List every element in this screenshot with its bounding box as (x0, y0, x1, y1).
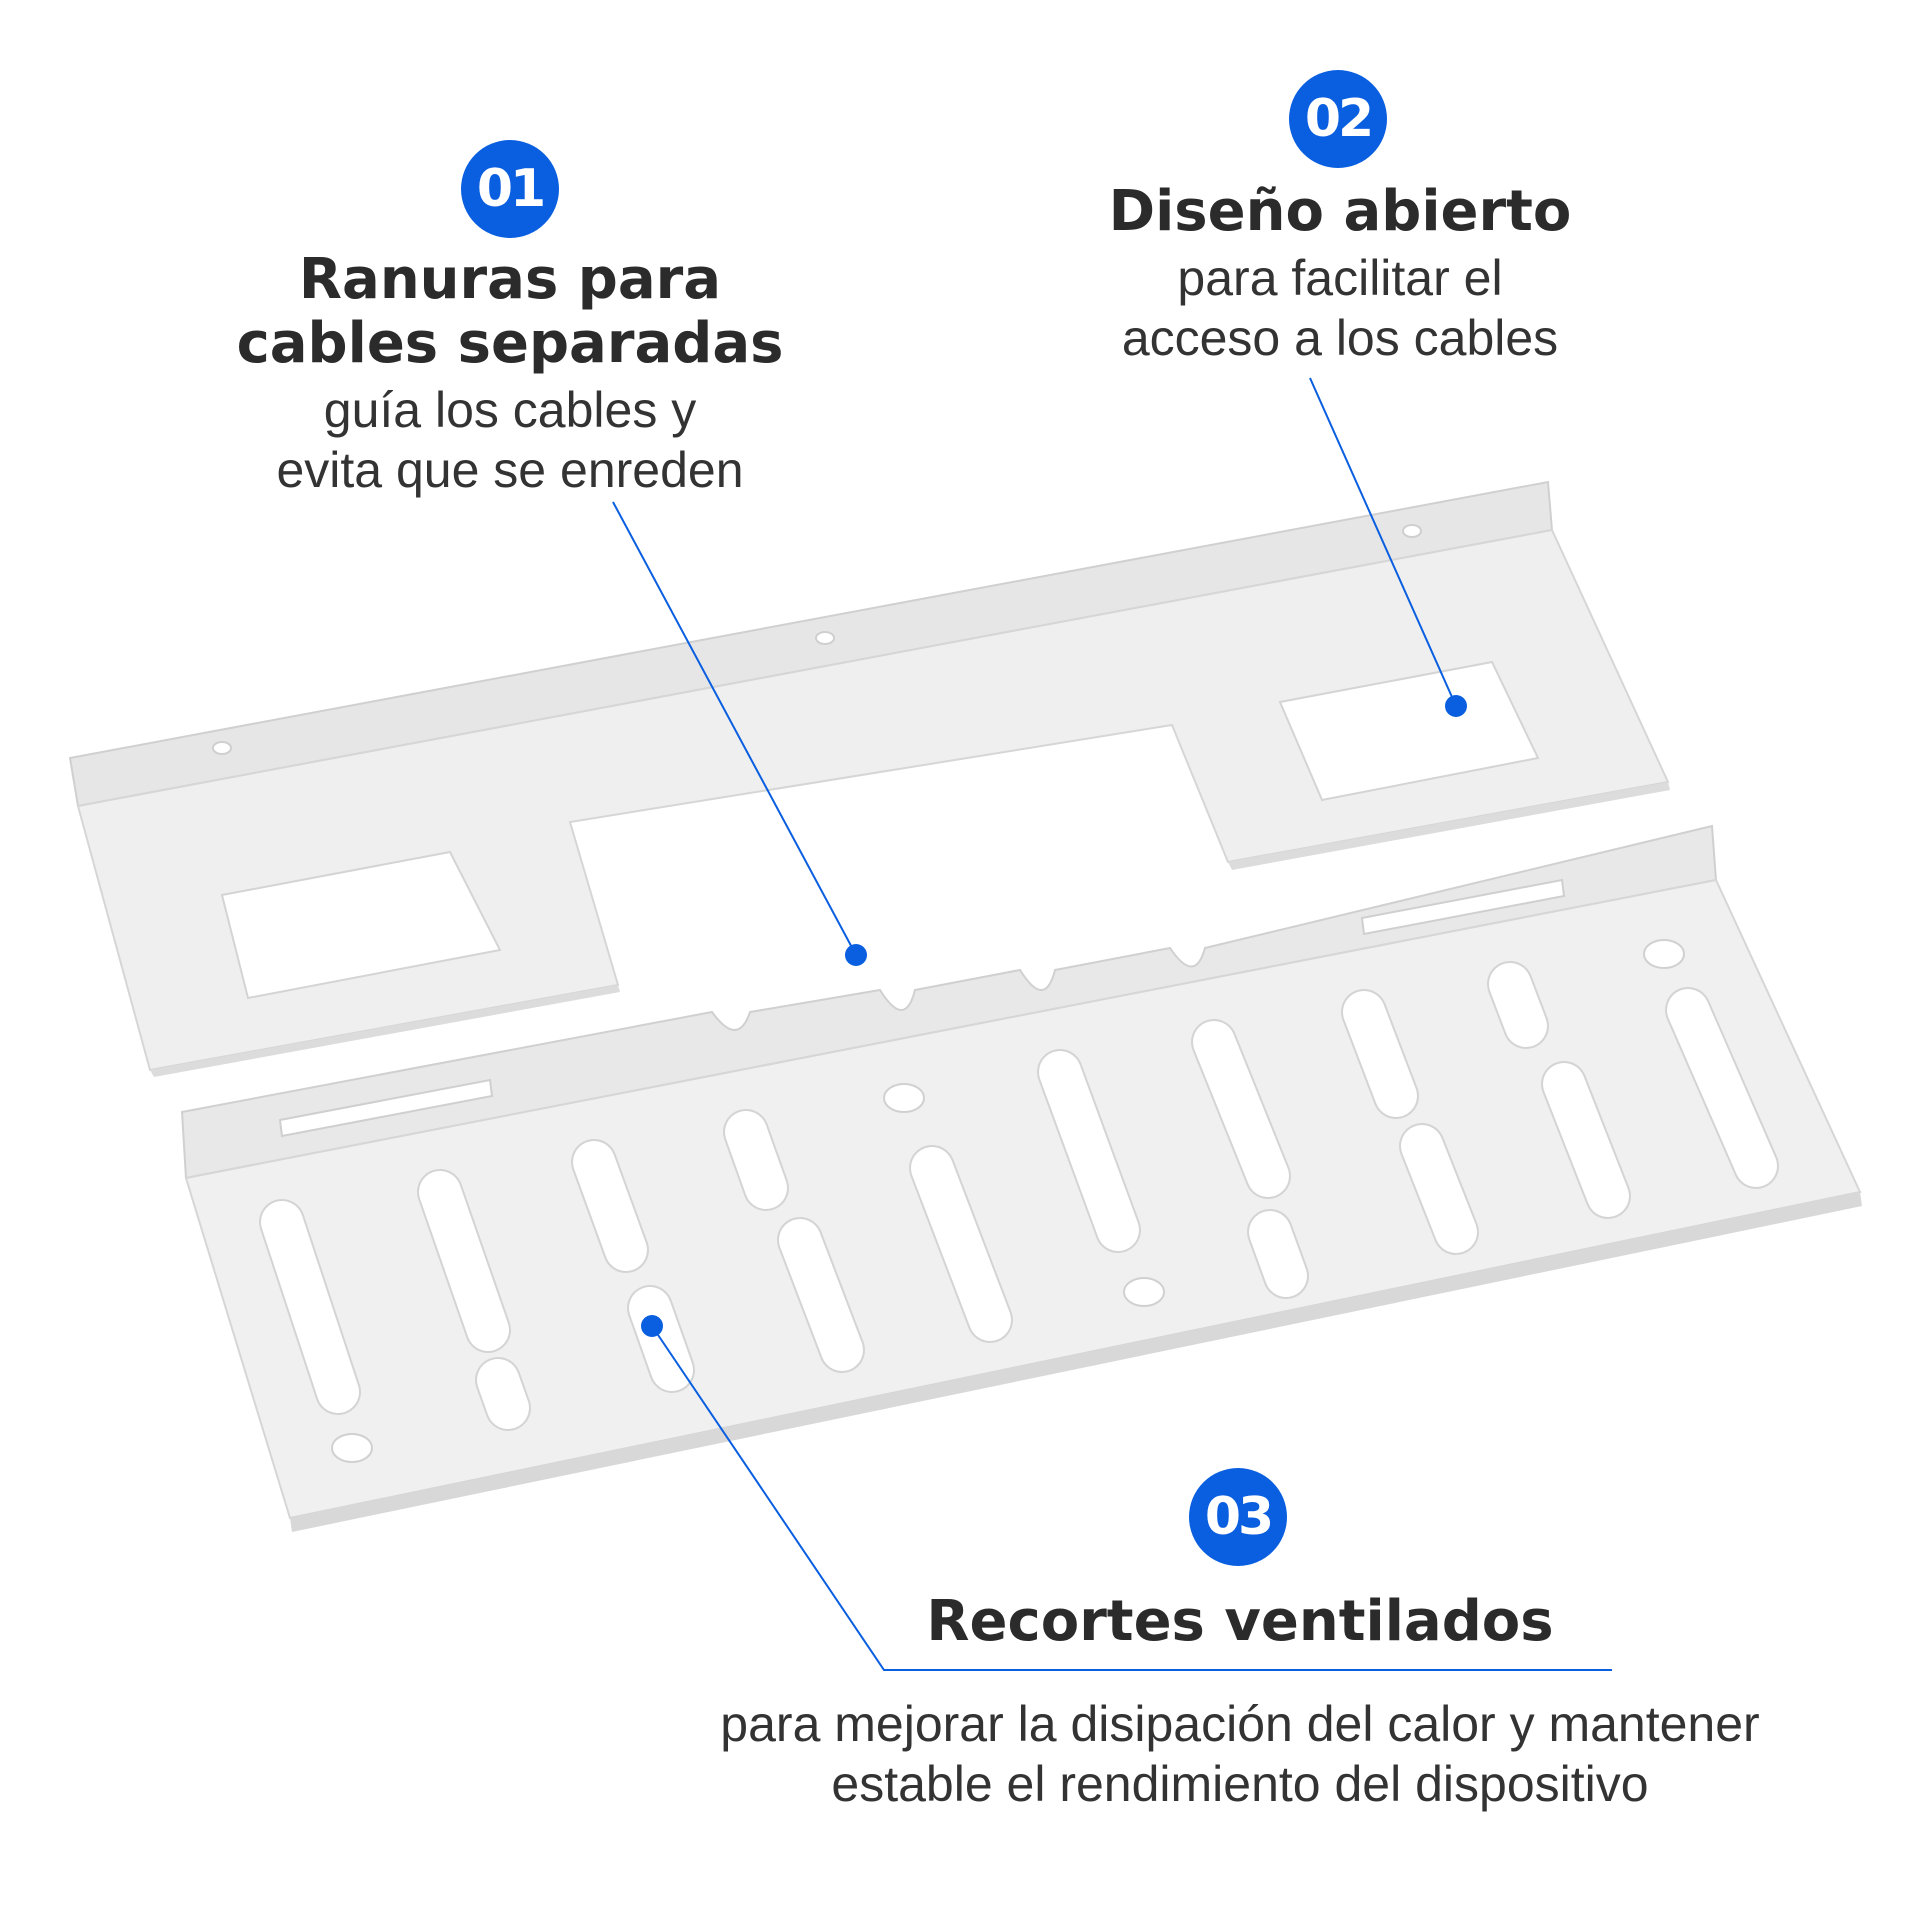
feature-03-desc-line: para mejorar la disipación del calor y m… (720, 1696, 1760, 1752)
callout-dot-01 (845, 944, 867, 966)
feature-03-description: para mejorar la disipación del calor y m… (640, 1694, 1840, 1814)
feature-02-text: Diseño abierto para facilitar el acceso … (1040, 180, 1640, 368)
feature-01-desc-line: evita que se enreden (276, 442, 744, 498)
feature-number-02: 02 (1304, 89, 1374, 149)
callout-line-01 (612, 501, 857, 956)
lower-bracket (180, 824, 1862, 1532)
feature-number-01: 01 (476, 159, 546, 219)
feature-number-03: 03 (1204, 1487, 1274, 1547)
callout-dot-03 (641, 1315, 663, 1337)
feature-03-title-block: Recortes ventilados (900, 1590, 1580, 1654)
feature-03-description-block: para mejorar la disipación del calor y m… (640, 1694, 1840, 1814)
feature-number-badge-03: 03 (1189, 1468, 1287, 1566)
feature-02-desc-line: acceso a los cables (1121, 310, 1559, 366)
feature-02-title-line: Diseño abierto (1108, 179, 1572, 244)
feature-03-desc-line: estable el rendimiento del dispositivo (831, 1756, 1649, 1812)
feature-number-badge-01: 01 (461, 140, 559, 238)
feature-03-title: Recortes ventilados (900, 1590, 1580, 1654)
upper-bracket-left-window (220, 850, 502, 1000)
feature-01-title-line: Ranuras para (298, 247, 722, 312)
feature-01-description: guía los cables y evita que se enreden (190, 380, 830, 500)
feature-number-badge-02: 02 (1289, 70, 1387, 168)
feature-01-title: Ranuras para cables separadas (190, 248, 830, 376)
lower-bracket-flange (180, 824, 1718, 1180)
feature-01-desc-line: guía los cables y (323, 382, 697, 438)
callout-line-02 (1309, 377, 1457, 707)
feature-01-text: Ranuras para cables separadas guía los c… (190, 248, 830, 500)
callout-lines (612, 377, 1612, 1671)
upper-bracket-right-window (1278, 660, 1540, 802)
feature-02-description: para facilitar el acceso a los cables (1040, 248, 1640, 368)
feature-02-title: Diseño abierto (1040, 180, 1640, 244)
callout-dot-02 (1445, 695, 1467, 717)
feature-01-title-line: cables separadas (236, 311, 784, 376)
upper-bracket (68, 480, 1670, 1077)
callout-line-03 (651, 1325, 1612, 1671)
feature-02-desc-line: para facilitar el (1177, 250, 1503, 306)
feature-03-title-line: Recortes ventilados (926, 1589, 1554, 1654)
